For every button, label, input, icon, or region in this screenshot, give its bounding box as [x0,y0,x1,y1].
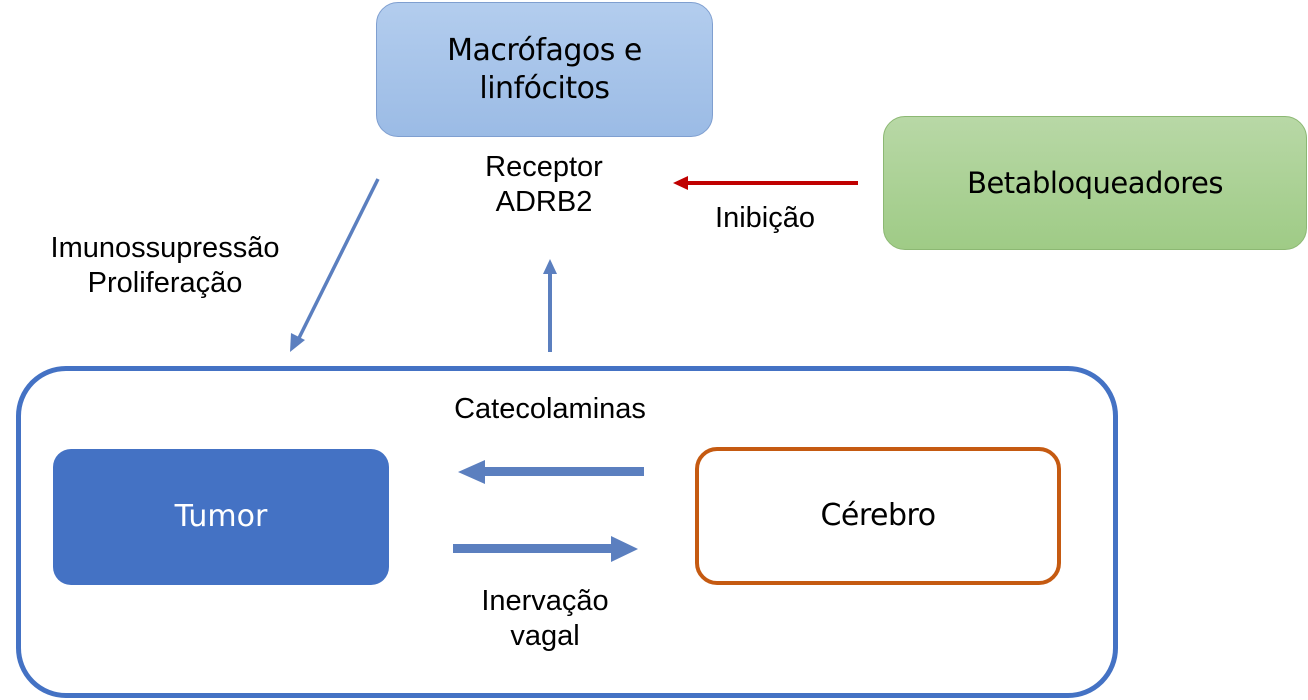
label-catecolaminas: Catecolaminas [454,393,646,425]
label-receptor-adrb2: Receptor ADRB2 [444,150,644,221]
label-imunossupressao: Imunossupressão [50,232,280,264]
label-inervacao-line2: vagal [510,620,580,653]
label-imunossupressao-proliferacao: Imunossupressão Proliferação [10,231,320,302]
node-cerebro: Cérebro [695,447,1061,585]
label-proliferacao: Proliferação [87,267,243,300]
node-macrofagos-label-line2: linfócitos [479,70,610,106]
label-receptor-line1: Receptor [485,151,603,183]
label-receptor-line2: ADRB2 [495,186,593,219]
arrow-inhibition [673,176,858,190]
node-cerebro-label: Cérebro [820,498,936,534]
node-betabloqueadores-label: Betabloqueadores [967,165,1223,200]
node-tumor: Tumor [53,449,389,585]
node-macrofagos-label-line1: Macrófagos e [447,33,642,68]
label-inervacao-vagal: Inervação vagal [445,584,645,655]
node-betabloqueadores: Betabloqueadores [883,116,1307,250]
node-macrofagos-linfocitos: Macrófagos e linfócitos [376,2,713,137]
label-inibicao: Inibição [715,202,815,234]
node-tumor-label: Tumor [174,499,268,535]
label-inervacao-line1: Inervação [481,585,609,617]
arrow-up-to-receptor [543,259,557,352]
